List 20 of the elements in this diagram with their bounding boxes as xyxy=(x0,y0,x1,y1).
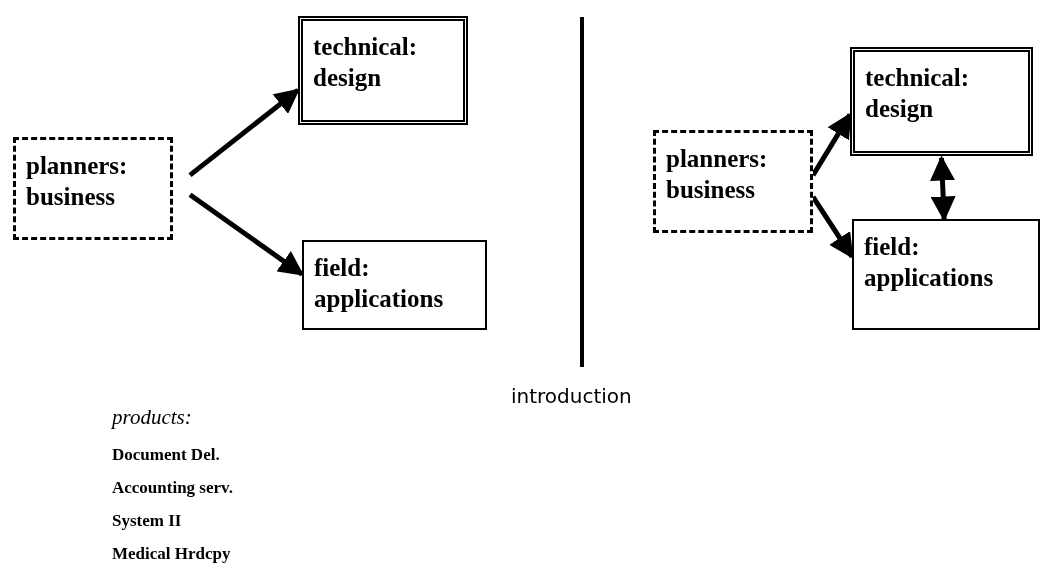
box-text: field: applications xyxy=(314,253,445,314)
product-name: Document Del. xyxy=(112,445,220,465)
process-box xyxy=(302,240,487,330)
axis-label: introduction xyxy=(511,384,632,408)
product-name: System II xyxy=(112,511,182,531)
arrow xyxy=(930,155,956,222)
dashed-box xyxy=(653,130,813,233)
dashed-box xyxy=(13,137,173,240)
box-text: technical: design xyxy=(313,32,419,93)
product-name: Medical Hrdcpy xyxy=(112,544,231,564)
box-text: planners: business xyxy=(666,144,769,205)
process-box xyxy=(298,16,468,125)
product-name: Accounting serv. xyxy=(112,478,233,498)
arrow xyxy=(188,88,300,178)
box-text: planners: business xyxy=(26,151,129,212)
process-box xyxy=(852,219,1040,330)
process-box xyxy=(850,47,1033,156)
box-text: technical: design xyxy=(865,63,971,124)
box-text: field: applications xyxy=(864,232,995,293)
list-heading: products: xyxy=(112,405,192,430)
